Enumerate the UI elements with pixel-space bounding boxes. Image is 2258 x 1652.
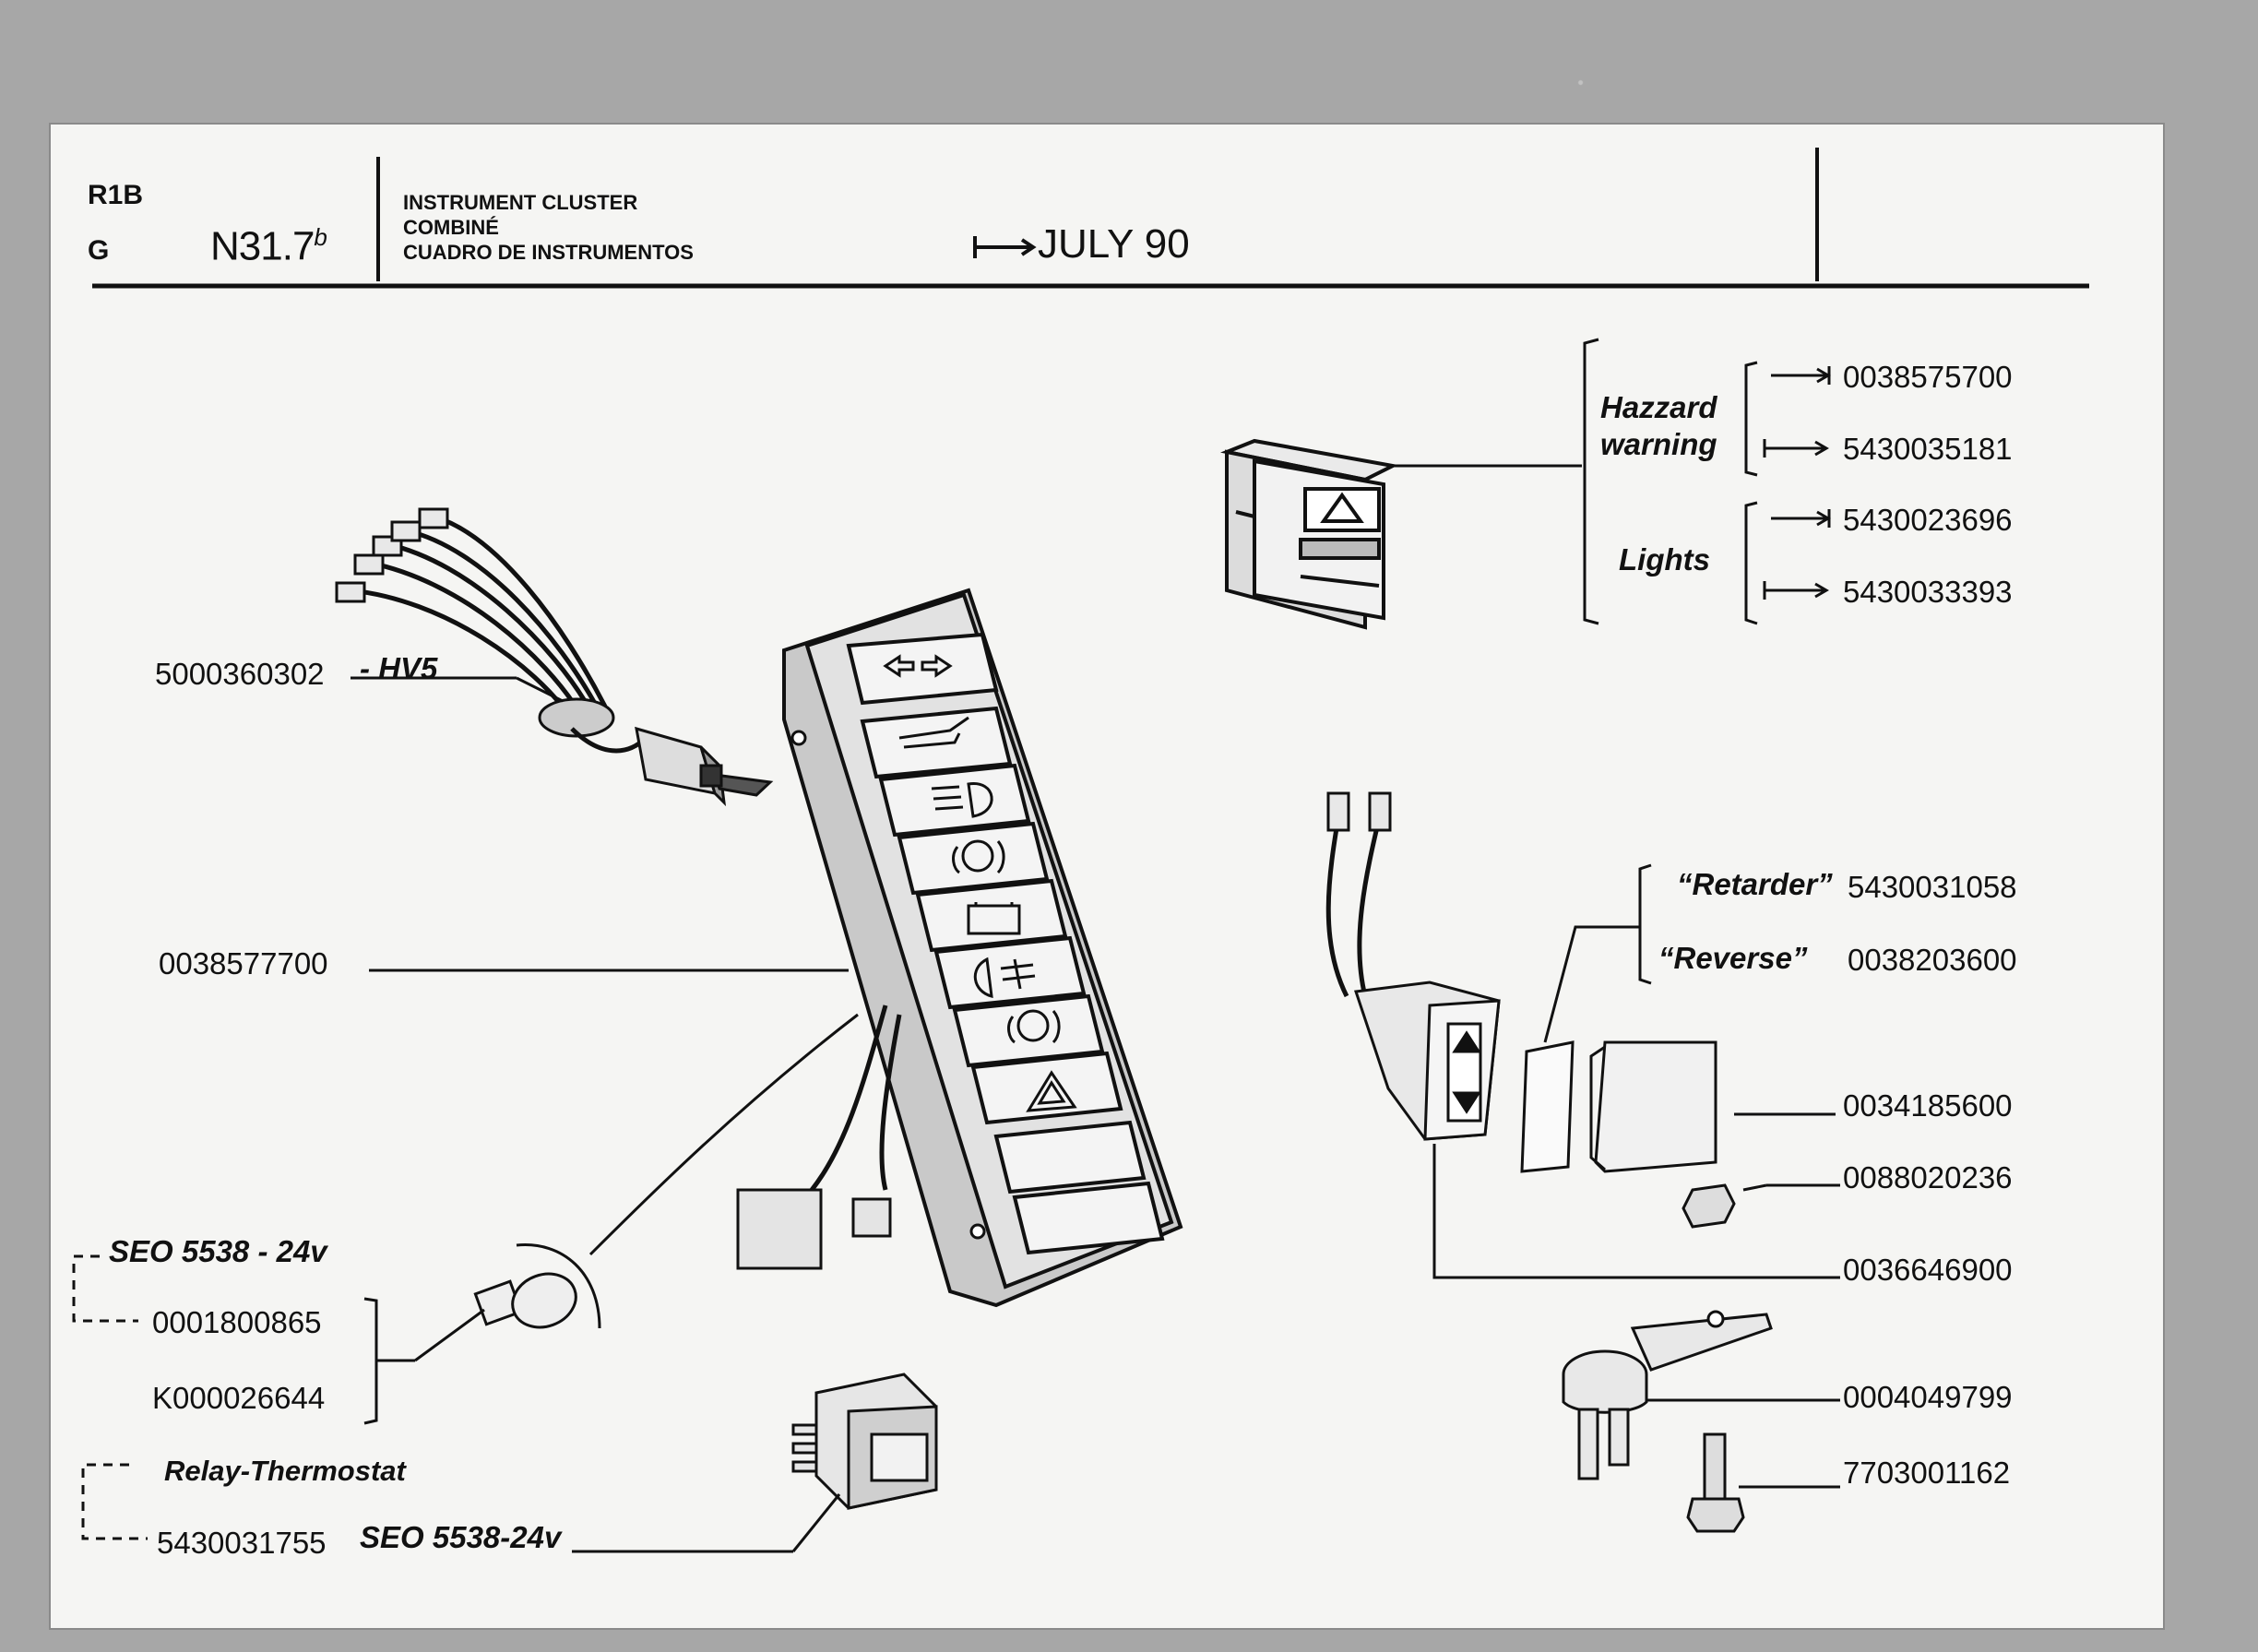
part-switch-body: 0036646900 (1843, 1253, 2013, 1287)
cluster-connectors (736, 1004, 902, 1270)
relay-drawing (791, 1373, 938, 1510)
lights-bracket (1744, 501, 1758, 625)
turn-signal-icon (883, 654, 953, 678)
outer-bracket (1583, 338, 1599, 625)
sender-drawing (1562, 1310, 1773, 1480)
part-cluster: 0038577700 (159, 946, 328, 981)
series-label: R1B (88, 180, 144, 210)
bulb-bracket (363, 1297, 378, 1425)
oil-pressure-icon (898, 716, 969, 749)
fog-light-icon (973, 957, 1036, 998)
rocker-switch-drawing (1220, 438, 1399, 630)
hv5-label: - HV5 (360, 651, 438, 685)
part-hazard-new: 5430035181 (1843, 432, 2013, 466)
page-title: INSTRUMENT CLUSTER COMBINÉ CUADRO DE INS… (403, 190, 694, 265)
hazard-group-label: Hazzard warning (1600, 389, 1717, 463)
part-nut: 0088020236 (1843, 1160, 2013, 1194)
retarder-label: “Retarder” (1677, 867, 1833, 901)
title-es: CUADRO DE INSTRUMENTOS (403, 241, 694, 264)
retarder-switch-drawing (1325, 791, 1736, 1229)
reverse-label: “Reverse” (1658, 941, 1808, 975)
harness-switch-drawing (335, 507, 774, 807)
part-bulb-b: K000026644 (152, 1381, 326, 1415)
part-lights-new: 5430033393 (1843, 575, 2013, 609)
hazard-word-1: Hazzard (1600, 390, 1717, 424)
part-cover: 0034185600 (1843, 1088, 2013, 1123)
lights-group-label: Lights (1619, 542, 1710, 576)
part-lights-prev: 5430023696 (1843, 503, 2013, 537)
part-harness-switch: 5000360302 (155, 657, 325, 691)
title-fr: COMBINÉ (403, 216, 499, 239)
page-code-value: N31.7 (210, 223, 315, 269)
part-hazard-prev: 0038575700 (1843, 360, 2013, 394)
seo-bulb-label: SEO 5538 - 24v (109, 1234, 327, 1268)
bulb-drawing (473, 1013, 859, 1329)
relay-label: Relay-Thermostat (164, 1455, 406, 1487)
part-relay: 5430031755 (157, 1526, 327, 1560)
page-code-suffix: b (314, 223, 327, 251)
hazard-word-2: warning (1600, 427, 1717, 461)
cluster-drawing (782, 588, 1183, 1308)
part-bulb-a: 0001800865 (152, 1305, 322, 1339)
part-screw: 7703001162 (1843, 1456, 2011, 1490)
parking-brake-icon (1007, 1009, 1061, 1044)
screw-drawing (1686, 1432, 1745, 1533)
seo-relay-label: SEO 5538-24v (360, 1520, 562, 1554)
effective-date: JULY 90 (1038, 221, 1190, 267)
hazard-icon (1026, 1070, 1077, 1112)
part-sender: 0004049799 (1843, 1380, 2013, 1414)
battery-icon (967, 902, 1021, 935)
hazard-bracket (1744, 361, 1758, 477)
retarder-bracket (1638, 863, 1652, 985)
title-en: INSTRUMENT CLUSTER (403, 191, 638, 214)
series-sub-label: G (88, 235, 110, 266)
part-reverse: 0038203600 (1848, 943, 2017, 977)
brake-icon (952, 839, 1005, 874)
part-retarder: 5430031058 (1848, 870, 2017, 904)
page-code: N31.7b (210, 223, 327, 270)
headlight-icon (931, 782, 993, 818)
